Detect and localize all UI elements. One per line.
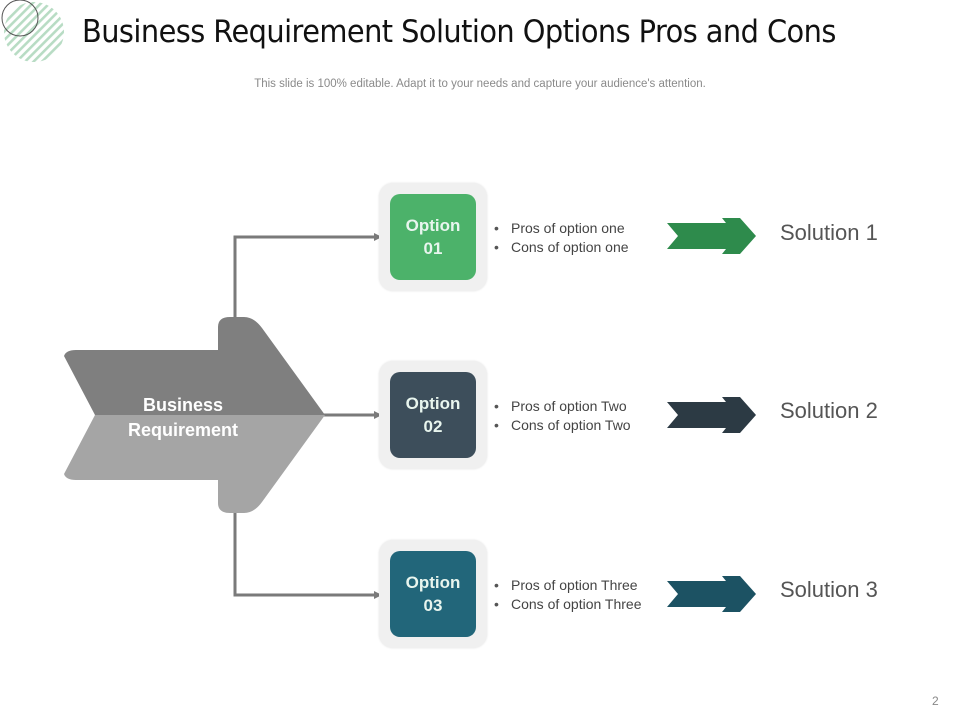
requirement-line-2: Requirement bbox=[127, 420, 239, 440]
option-02-pros-cons: Pros of option Two Cons of option Two bbox=[494, 397, 631, 435]
option-label: Option bbox=[405, 394, 461, 413]
solution-1-label: Solution 1 bbox=[780, 220, 878, 245]
option-box-03: Option 03 bbox=[390, 551, 476, 637]
connector-to-option-01 bbox=[233, 233, 382, 318]
hatched-circle-logo-icon bbox=[1, 0, 64, 62]
solution-3-label: Solution 3 bbox=[780, 577, 878, 602]
option-label: Option bbox=[405, 216, 461, 235]
solution-arrow-2 bbox=[667, 397, 756, 433]
option-number: 03 bbox=[423, 596, 443, 615]
cons-item: Cons of option Three bbox=[494, 595, 642, 614]
pros-item: Pros of option Two bbox=[494, 397, 631, 416]
connector-lines bbox=[233, 233, 382, 599]
pros-item: Pros of option one bbox=[494, 219, 629, 238]
page-number: 2 bbox=[932, 694, 939, 708]
option-card-03[interactable]: Option 03 bbox=[379, 540, 487, 648]
solution-arrow-3 bbox=[667, 576, 756, 612]
option-card-02[interactable]: Option 02 bbox=[379, 361, 487, 469]
option-number: 02 bbox=[423, 417, 443, 436]
connector-to-option-03 bbox=[233, 512, 382, 599]
option-card-01[interactable]: Option 01 bbox=[379, 183, 487, 291]
option-number: 01 bbox=[423, 239, 443, 258]
option-01-pros-cons: Pros of option one Cons of option one bbox=[494, 219, 629, 257]
option-label: Option bbox=[405, 573, 461, 592]
solution-2-label: Solution 2 bbox=[780, 398, 878, 423]
requirement-line-1: Business bbox=[142, 395, 224, 415]
cons-item: Cons of option Two bbox=[494, 416, 631, 435]
option-03-pros-cons: Pros of option Three Cons of option Thre… bbox=[494, 576, 642, 614]
option-box-01: Option 01 bbox=[390, 194, 476, 280]
page-subtitle: This slide is 100% editable. Adapt it to… bbox=[254, 78, 706, 90]
solution-arrow-1 bbox=[667, 218, 756, 254]
option-box-02: Option 02 bbox=[390, 372, 476, 458]
page-title: Business Requirement Solution Options Pr… bbox=[82, 14, 836, 50]
business-requirement-label: Business Requirement bbox=[98, 393, 268, 443]
cons-item: Cons of option one bbox=[494, 238, 629, 257]
pros-item: Pros of option Three bbox=[494, 576, 642, 595]
